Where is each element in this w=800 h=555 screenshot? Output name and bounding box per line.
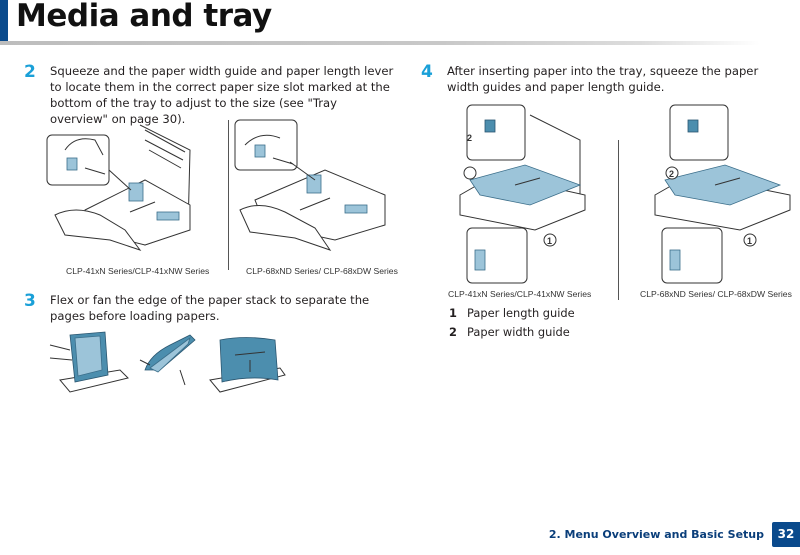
tray-load-illustration-68xnd [654, 104, 791, 284]
step-number-3: 3 [24, 291, 36, 311]
legend-number: 1 [449, 306, 457, 320]
page-title: Media and tray [16, 0, 272, 34]
footer-chapter-link[interactable]: 2. Menu Overview and Basic Setup [548, 528, 764, 541]
callout-1-left: 1 [547, 236, 553, 246]
figure-caption-68xnd-step4: CLP-68xND Series/ CLP-68xDW Series [640, 289, 792, 299]
callout-1-right: 1 [747, 236, 753, 246]
tray-adjust-illustration-68xnd [234, 119, 386, 251]
legend-label: Paper length guide [467, 306, 575, 320]
tray-adjust-illustration-41xn [46, 124, 191, 251]
figure-divider [228, 120, 229, 270]
figure-caption-68xnd: CLP-68xND Series/ CLP-68xDW Series [246, 266, 398, 276]
title-divider [0, 41, 800, 45]
figure-caption-41xn: CLP-41xN Series/CLP-41xNW Series [66, 266, 210, 276]
step-number-2: 2 [24, 62, 36, 82]
figure-divider-2 [618, 140, 619, 300]
legend-item-2: 2 Paper width guide [449, 325, 570, 339]
step-text-3: Flex or fan the edge of the paper stack … [50, 293, 370, 323]
flex-paper-illustration [49, 331, 286, 393]
legend-item-1: 1 Paper length guide [449, 306, 575, 320]
page-number-badge: 32 [772, 522, 800, 547]
step-number-4: 4 [421, 62, 433, 82]
tray-load-illustration-41xn [459, 104, 586, 284]
legend-label: Paper width guide [467, 325, 570, 339]
callout-2-left: 2 [467, 133, 473, 143]
figure-caption-41xn-step4: CLP-41xN Series/CLP-41xNW Series [448, 289, 592, 299]
legend-number: 2 [449, 325, 457, 339]
callout-2-right: 2 [669, 169, 675, 179]
title-accent-bar [0, 0, 8, 42]
step-text-4: After inserting paper into the tray, squ… [447, 64, 759, 94]
step-text-2: Squeeze and the paper width guide and pa… [50, 64, 394, 126]
